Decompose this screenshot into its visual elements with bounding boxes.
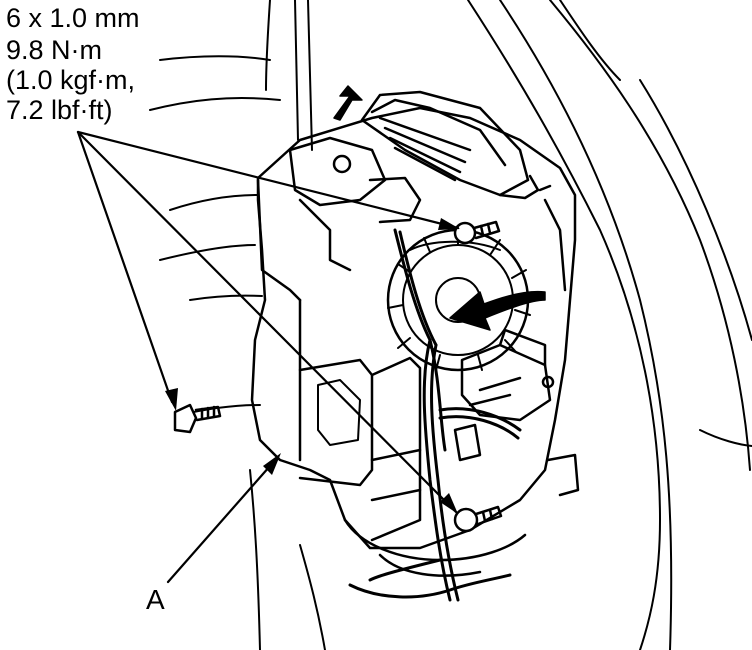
leader-arrowheads <box>165 218 460 514</box>
callout-a-leader <box>166 456 279 584</box>
blower-housing <box>250 106 580 577</box>
spec-torque-kgfm: (1.0 kgf·m, <box>6 65 136 95</box>
bolt-left <box>173 403 222 434</box>
bolt-upper <box>453 220 501 245</box>
vehicle-body-lines <box>467 0 752 650</box>
wire-harness <box>348 228 522 602</box>
leader-lines <box>76 130 460 514</box>
blower-resistor <box>453 328 555 462</box>
upper-bracket <box>288 136 422 272</box>
spec-torque-lbfft: 7.2 lbf·ft) <box>6 95 113 125</box>
bolt-lower <box>453 505 503 533</box>
removal-arrow <box>333 85 363 121</box>
callout-a-label: A <box>146 584 165 615</box>
callout-a-arrowhead <box>263 453 281 475</box>
spec-bolt-size: 6 x 1.0 mm <box>6 3 140 33</box>
spec-torque-nm: 9.8 N·m <box>6 35 103 65</box>
filter-cover <box>360 90 540 200</box>
airflow-arrow <box>449 290 546 331</box>
